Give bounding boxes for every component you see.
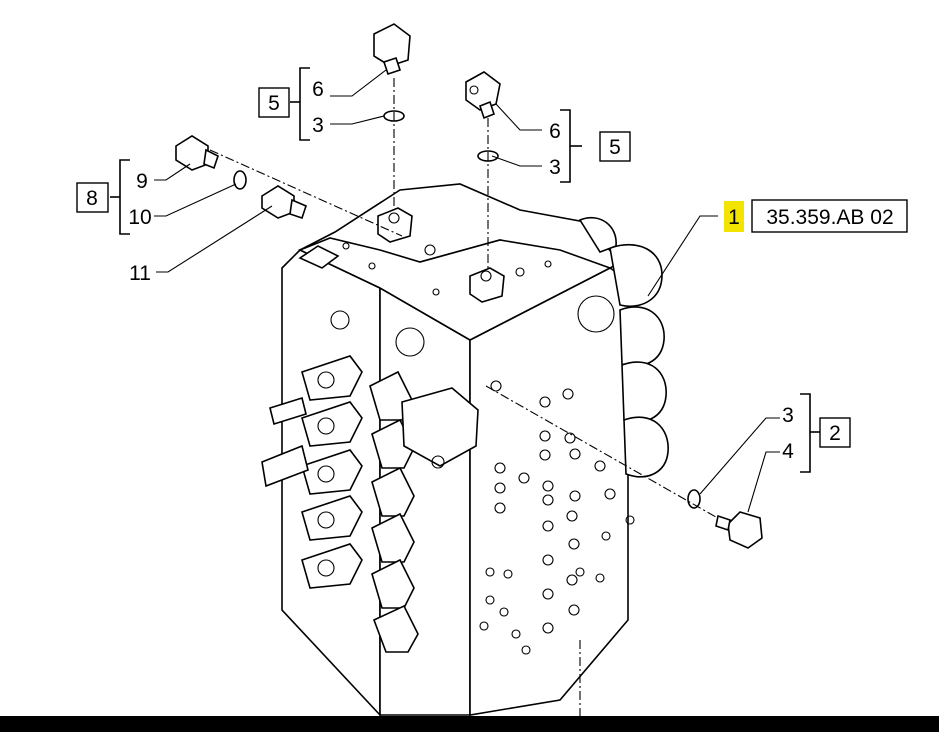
- reference-box[interactable]: [751, 199, 908, 233]
- highlight-1: [724, 201, 744, 232]
- fitting-6-top-left: [373, 23, 411, 76]
- o-ring-3-right: [687, 489, 701, 509]
- callout-8: 8: [86, 187, 98, 210]
- brackets: [110, 67, 820, 473]
- callout-11: 11: [129, 262, 151, 285]
- bottom-edge-bar: [0, 716, 939, 732]
- callout-box-2: [819, 417, 851, 448]
- fitting-4: [715, 511, 763, 549]
- callout-1: 1: [728, 206, 740, 229]
- o-ring-10: [233, 170, 247, 190]
- callout-box-5-left: [258, 87, 290, 118]
- callout-3-left: 3: [312, 114, 324, 137]
- fitting-9: [175, 135, 219, 171]
- callout-2: 2: [829, 422, 841, 445]
- callout-3-right: 3: [549, 156, 561, 179]
- fitting-6-top-right: [465, 71, 501, 120]
- fitting-11: [261, 185, 307, 220]
- leader-lines: [154, 69, 780, 513]
- callout-3-lower-right: 3: [782, 404, 794, 427]
- reference-link[interactable]: 35.359.AB 02: [766, 206, 893, 229]
- callout-box-5-right: [599, 131, 631, 162]
- callout-5-right: 5: [609, 136, 621, 159]
- callout-5-left: 5: [268, 92, 280, 115]
- callout-box-8: [76, 182, 109, 213]
- callout-4: 4: [782, 440, 794, 463]
- control-valve-block: [261, 183, 669, 718]
- callout-6-right: 6: [549, 120, 561, 143]
- center-lines: [209, 78, 731, 722]
- callout-10: 10: [128, 206, 151, 229]
- o-ring-3-top-right: [477, 150, 499, 162]
- callout-9: 9: [136, 170, 148, 193]
- callout-6-left: 6: [312, 78, 324, 101]
- bolt-pattern: [479, 380, 635, 655]
